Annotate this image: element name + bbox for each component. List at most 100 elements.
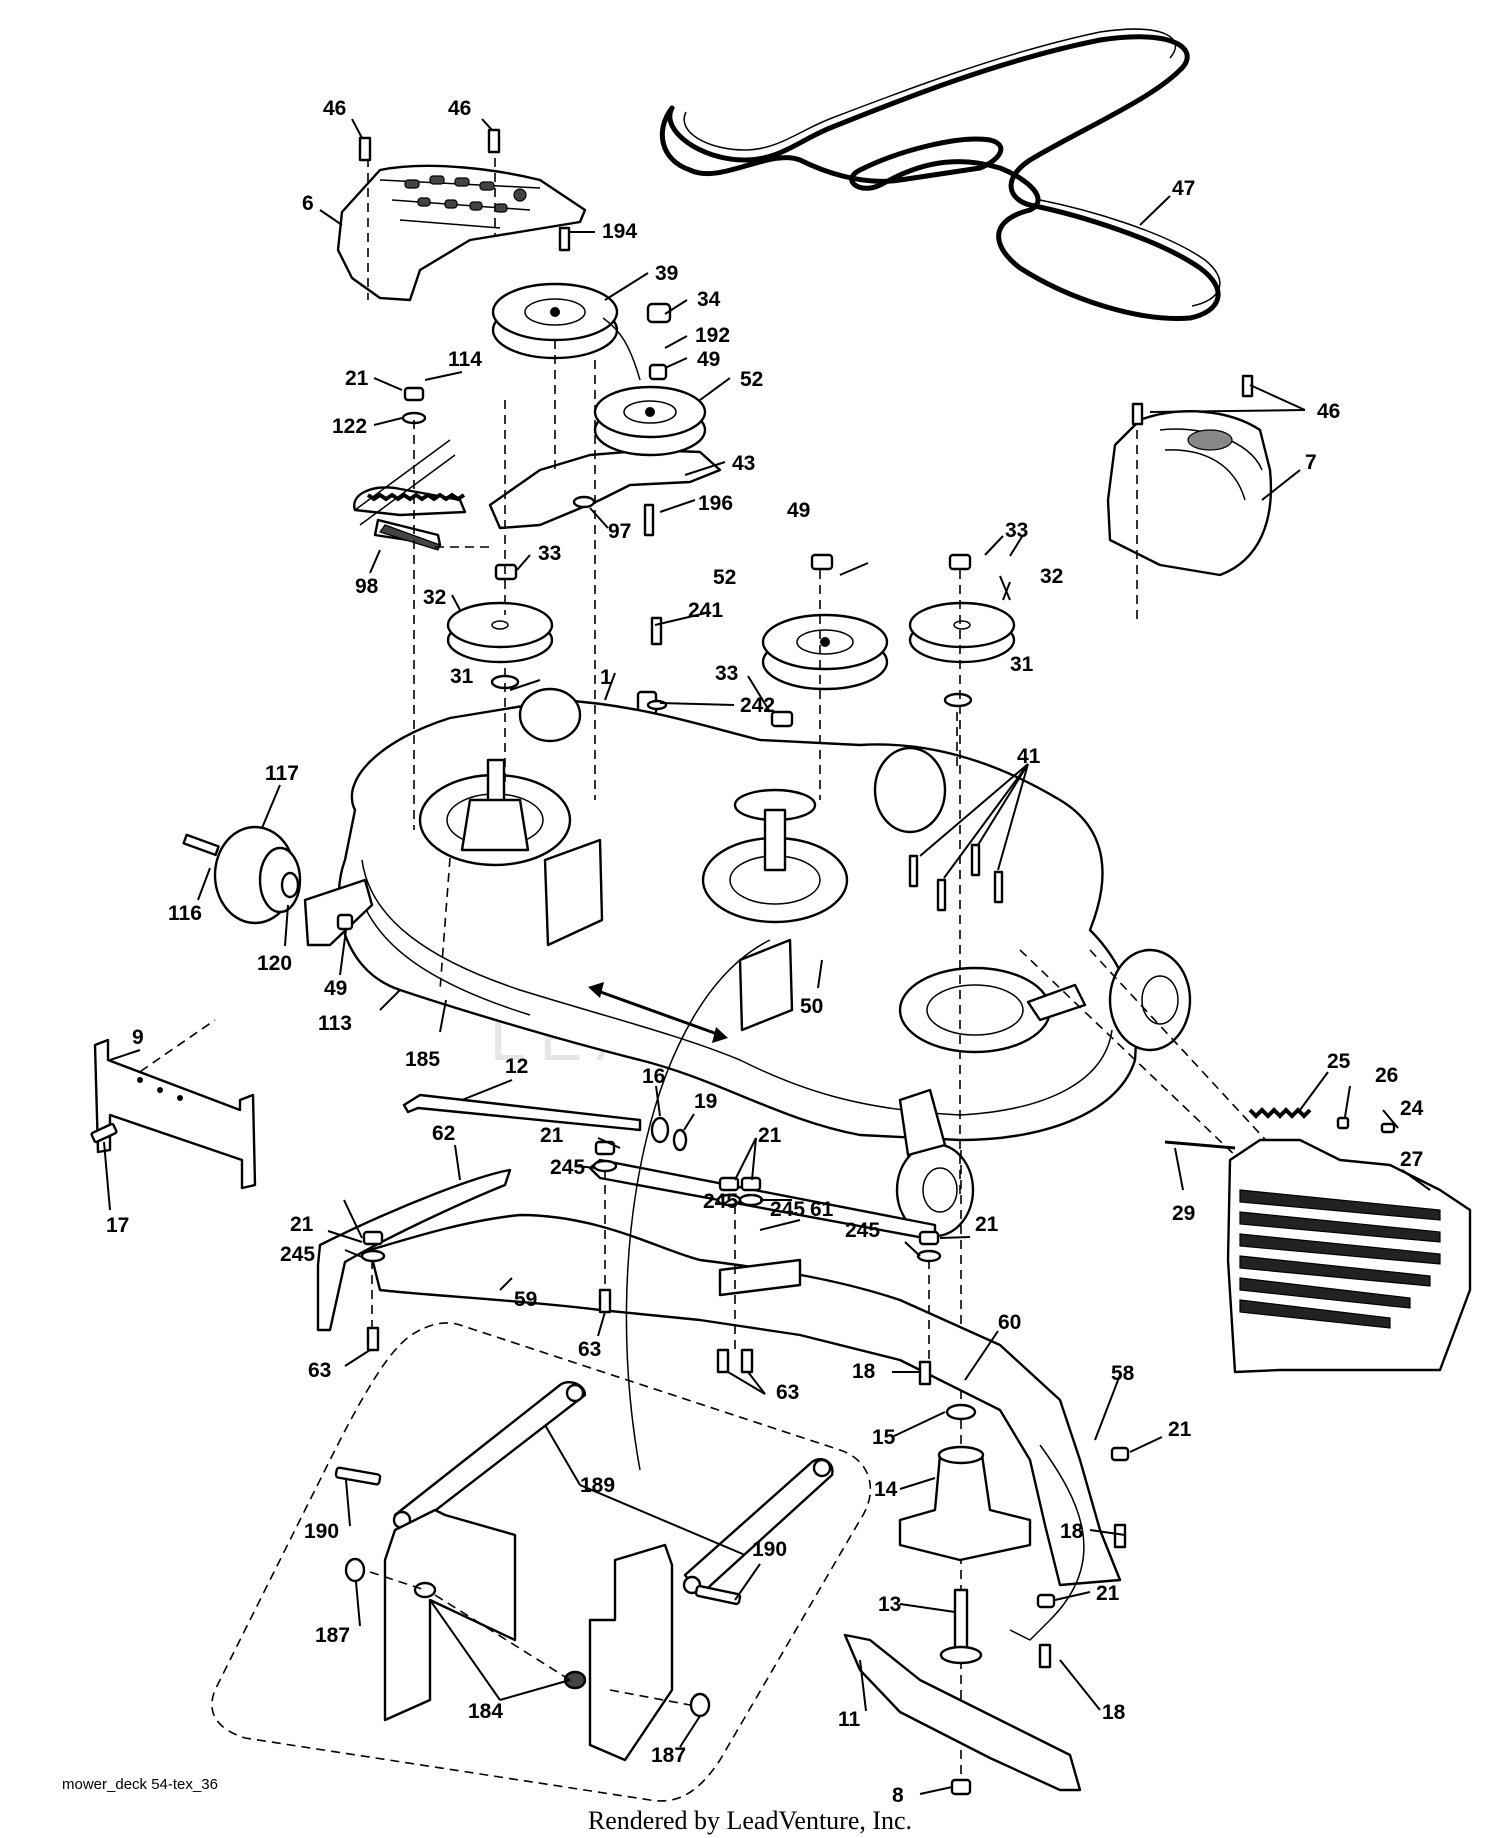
callout-label: 60 [998,1311,1021,1334]
callout-label: 61 [810,1198,834,1221]
callout-label: 18 [852,1360,876,1383]
callout-label: 39 [655,262,678,285]
callout-label: 242 [740,694,775,717]
callout-label: 185 [405,1048,440,1071]
callout-label: 15 [872,1426,896,1449]
callout-label: 62 [432,1122,455,1145]
rear-baffle [90,1038,257,1190]
spindle-and-blade [843,1403,1082,1796]
callout-label: 33 [1005,519,1028,542]
callout-label: 18 [1060,1520,1084,1543]
callout-label: 189 [580,1474,615,1497]
callout-label: 46 [323,97,346,120]
callout-label: 24 [1400,1097,1424,1120]
callout-label: 49 [787,499,810,522]
lift-bracket-inset [211,1322,872,1802]
callout-label: 245 [770,1198,805,1221]
callout-label: 25 [1327,1050,1351,1073]
callout-label: 6 [302,192,314,215]
callout-label: 190 [752,1538,787,1561]
callout-label: 63 [308,1359,331,1382]
callout-label: 21 [345,367,369,390]
rods [402,1093,1236,1152]
callout-label: 190 [304,1520,339,1543]
callout-label: 26 [1375,1064,1398,1087]
callout-label: 13 [878,1593,901,1616]
callout-label: 52 [713,566,736,589]
callout-label: 18 [1102,1701,1126,1724]
callout-label: 97 [608,520,631,543]
callout-label: 58 [1111,1362,1135,1385]
drawing-id: mower_deck 54-tex_36 [62,1776,218,1793]
callout-label: 245 [703,1190,738,1213]
callout-label: 17 [106,1214,129,1237]
callout-leaders [103,118,1431,1795]
callout-label: 192 [695,324,730,347]
callout-label: 59 [514,1288,537,1311]
callout-label: 21 [1096,1582,1120,1605]
callout-label: 245 [280,1243,315,1266]
callout-label: 11 [838,1708,861,1731]
callout-label: 241 [688,599,723,622]
callout-label: 1 [600,666,612,689]
left-belt-cover [336,128,587,302]
callout-label: 114 [448,348,482,371]
callout-label: 21 [758,1124,782,1147]
callout-label: 27 [1400,1148,1423,1171]
idler-arm-assembly [353,226,722,551]
callout-label: 32 [1040,565,1063,588]
callout-label: 21 [1168,1418,1192,1441]
spring [366,492,466,502]
callout-label: 245 [845,1219,880,1242]
callout-label: 32 [423,586,446,609]
drive-belt [659,28,1221,321]
assembly-leaders [127,340,1276,1795]
callout-label: 52 [740,368,763,391]
callout-label: 49 [697,348,720,371]
callout-label: 7 [1305,451,1317,474]
callout-label: 46 [448,97,471,120]
callout-label: 47 [1172,177,1195,200]
callout-label: 113 [318,1012,352,1035]
callout-label: 21 [290,1213,314,1236]
callout-label: 46 [1317,400,1340,423]
callout-label: 120 [257,952,292,975]
callout-label: 43 [732,452,755,475]
callout-label: 9 [132,1026,144,1049]
callout-label: 63 [776,1381,799,1404]
callout-label: 194 [602,220,637,243]
callout-label: 184 [468,1700,503,1723]
deck-pulleys [446,601,1016,691]
callout-label: 187 [315,1624,350,1647]
gauge-wheel-left [182,825,354,931]
discharge-chute [1226,1107,1472,1374]
callout-label: 34 [697,288,721,311]
callout-label: 8 [892,1784,904,1807]
callout-label: 187 [651,1744,686,1767]
right-belt-cover [1106,374,1273,620]
callout-label: 116 [168,902,202,925]
callout-label: 16 [642,1065,665,1088]
callout-labels: 46 46 6 194 39 34 192 49 52 114 21 122 4… [106,97,1424,1807]
callout-label: 31 [450,665,474,688]
callout-label: 98 [355,575,379,598]
callout-label: 33 [715,662,738,685]
callout-label: 245 [550,1156,585,1179]
callout-label: 117 [265,762,299,785]
callout-label: 122 [332,415,367,438]
callout-label: 49 [324,977,347,1000]
callout-label: 41 [1017,745,1041,768]
callout-label: 50 [800,995,823,1018]
callout-label: 14 [874,1478,898,1501]
callout-label: 12 [505,1055,528,1078]
callout-label: 21 [540,1124,564,1147]
callout-label: 63 [578,1338,601,1361]
mower-deck-shell [303,687,1192,1238]
callout-label: 29 [1172,1202,1195,1225]
callout-label: 31 [1010,653,1034,676]
callout-label: 33 [538,542,561,565]
callout-label: 196 [698,492,733,515]
callout-label: 21 [975,1213,999,1236]
callout-label: 19 [694,1090,717,1113]
